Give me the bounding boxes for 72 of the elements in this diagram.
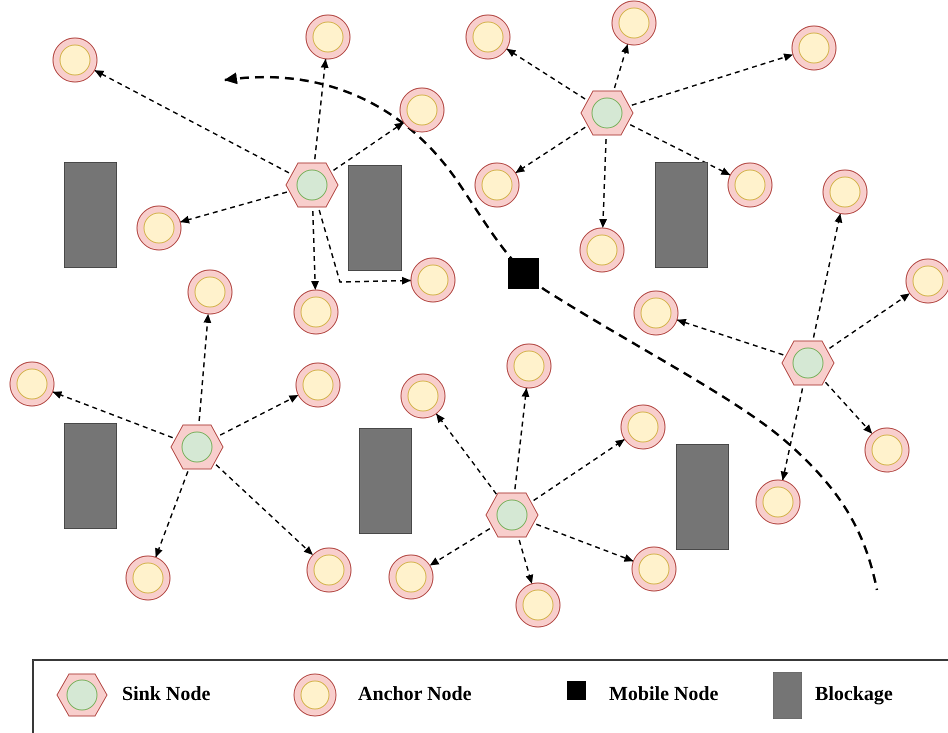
anchor-node: [52, 37, 98, 83]
blockage-block: [655, 162, 708, 268]
anchor-node: [822, 169, 868, 215]
anchor-node: [125, 555, 171, 601]
anchor-node: [864, 427, 910, 473]
arrow: [314, 58, 329, 160]
arrow: [311, 210, 320, 290]
anchor-node: [474, 162, 520, 208]
arrow: [676, 318, 784, 356]
anchor-node: [755, 479, 801, 525]
arrow: [180, 191, 288, 224]
anchor-node: [620, 404, 666, 450]
sink-node: [285, 162, 339, 208]
legend-label: Blockage: [815, 683, 893, 706]
anchor-node: [579, 227, 625, 273]
anchor-node: [515, 582, 561, 628]
arrow: [515, 126, 586, 174]
arrow: [632, 53, 794, 106]
arrow: [630, 124, 731, 176]
anchor-node: [631, 546, 677, 592]
arrow: [829, 292, 910, 349]
anchor-node: [306, 547, 352, 593]
arrow: [518, 540, 534, 584]
arrow: [824, 382, 873, 434]
anchor-node: [905, 258, 948, 304]
anchor-node: [400, 373, 446, 419]
arrow: [429, 528, 490, 566]
sink-node: [170, 424, 224, 470]
arrow: [506, 48, 586, 100]
sink-node: [485, 492, 539, 538]
blockage-block: [64, 162, 117, 268]
anchor-node: [136, 205, 182, 251]
legend-label: Mobile Node: [609, 683, 718, 706]
blockage-block: [348, 165, 402, 271]
anchor-node: [305, 14, 351, 60]
sink-node: [781, 340, 835, 386]
anchor-node: [388, 554, 434, 600]
arrow: [155, 471, 189, 558]
anchor-node: [9, 361, 55, 407]
anchor-node: [727, 162, 773, 208]
anchor-node: [410, 257, 456, 303]
anchor-node: [633, 290, 679, 336]
arrow: [536, 524, 634, 562]
anchor-node: [791, 25, 837, 71]
arrow: [333, 122, 404, 171]
arrow: [52, 391, 173, 438]
anchor-node: [295, 362, 341, 408]
blockage-block: [64, 423, 117, 529]
anchor-node: [506, 343, 552, 389]
anchor-node: [465, 14, 511, 60]
arrow: [94, 70, 290, 174]
arrow: [780, 388, 804, 481]
arrow: [220, 394, 299, 436]
arrow: [198, 314, 212, 422]
blockage-block: [676, 444, 729, 550]
legend-label: Anchor Node: [358, 683, 472, 706]
arrow: [318, 210, 412, 285]
mobile-node: [508, 258, 539, 289]
arrow: [533, 438, 626, 502]
arrow: [514, 388, 530, 490]
anchor-node: [399, 87, 445, 133]
blockage-block: [359, 428, 412, 534]
arrow: [812, 213, 842, 338]
arrow: [614, 44, 629, 88]
legend-label: Sink Node: [122, 683, 210, 706]
arrow: [436, 413, 498, 495]
anchor-node: [187, 269, 233, 315]
arrow: [599, 138, 608, 228]
arrow: [216, 464, 314, 556]
sink-node: [580, 90, 634, 136]
anchor-node: [293, 289, 339, 335]
anchor-node: [611, 0, 657, 46]
